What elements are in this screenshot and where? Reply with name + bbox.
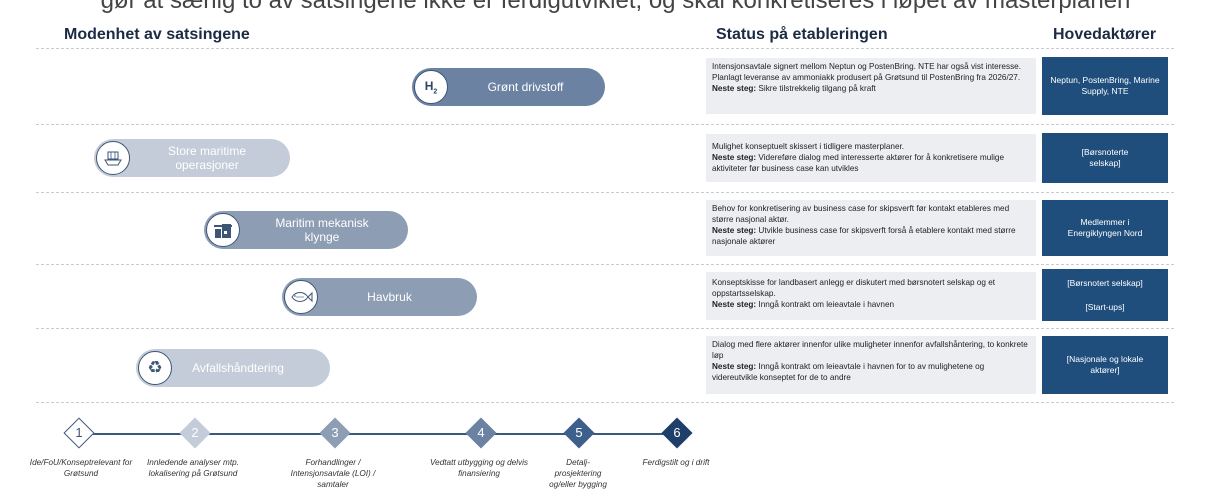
actor-text: Neptun, PostenBring, Marine Supply, NTE [1050, 75, 1160, 96]
stage-number-6: 6 [673, 425, 681, 440]
next-step-text: Inngå kontrakt om leieavtale i havnen fo… [712, 362, 985, 382]
status-heading: Status på etableringen [716, 26, 888, 43]
next-step-label: Neste steg: [712, 153, 757, 162]
status-text: Intensjonsavtale signert mellom Neptun o… [712, 62, 1022, 82]
actor-box-maritime-operations: [Børsnoterte selskap] [1042, 133, 1168, 183]
actor-text: [Børsnoterte selskap] [1081, 147, 1129, 168]
stage-number-1: 1 [75, 425, 83, 440]
initiative-pill-waste: Avfallshåndtering [136, 349, 330, 387]
stage-number-5: 5 [575, 425, 583, 440]
status-text: Dialog med flere aktører innenfor ulike … [712, 340, 1028, 360]
next-step-text: Inngå kontrakt om leieavtale i havnen [758, 300, 895, 309]
actor-text: [Nasjonale og lokale aktører] [1066, 354, 1144, 375]
ship-icon [96, 141, 130, 175]
stage-label-1: Ide/FoU/Konseptrelevant for Grøtsund [29, 458, 133, 478]
divider [36, 48, 1174, 49]
divider [36, 264, 1174, 265]
next-step-label: Neste steg: [712, 362, 757, 371]
recycle-icon: ♻ [138, 351, 172, 385]
divider [36, 124, 1174, 125]
actor-box-waste: [Nasjonale og lokale aktører] [1042, 336, 1168, 394]
actor-box-aquaculture: [Børsnotert selskap] [Start-ups] [1042, 269, 1168, 321]
initiative-label: Avfallshåndtering [192, 361, 284, 375]
next-step-text: Utvikle business case for skipsverft for… [712, 226, 1016, 246]
actor-text: [Børsnotert selskap] [1067, 277, 1143, 288]
divider [36, 192, 1174, 193]
status-box-maritime-operations: Mulighet konseptuelt skissert i tidliger… [706, 134, 1036, 182]
stage-label-6: Ferdigstilt og i drift [642, 458, 710, 467]
stage-number-4: 4 [477, 425, 485, 440]
actor-box-green-fuel: Neptun, PostenBring, Marine Supply, NTE [1042, 57, 1168, 115]
status-box-green-fuel: Intensjonsavtale signert mellom Neptun o… [706, 58, 1036, 114]
status-box-waste: Dialog med flere aktører innenfor ulike … [706, 336, 1036, 394]
crane-icon [206, 213, 240, 247]
fish-icon [284, 280, 318, 314]
stage-label-2: Innledende analyser mtp. lokalisering på… [147, 458, 239, 478]
status-box-aquaculture: Konseptskisse for landbasert anlegg er d… [706, 272, 1036, 320]
stage-label-5: Detalj-prosjektering og/eller bygging [549, 458, 607, 489]
divider [36, 328, 1174, 329]
status-text: Behov for konkretisering av business cas… [712, 204, 1010, 224]
divider [36, 402, 1174, 403]
next-step-text: Videreføre dialog med interesserte aktør… [712, 153, 1005, 173]
next-step-label: Neste steg: [712, 300, 757, 309]
actor-text: Medlemmer i Energiklyngen Nord [1067, 217, 1143, 238]
next-step-text: Sikre tilstrekkelig tilgang på kraft [758, 84, 876, 93]
stage-number-2: 2 [191, 425, 199, 440]
h2-icon: H2 [414, 70, 448, 104]
initiative-label: Maritim mekanisk klynge [275, 216, 369, 244]
initiative-label: Grønt drivstoff [487, 80, 564, 94]
actor-box-mechanical-cluster: Medlemmer i Energiklyngen Nord [1042, 200, 1168, 256]
stage-label-4: Vedtatt utbygging og delvis finansiering [429, 458, 528, 478]
maturity-heading: Modenhet av satsingene [64, 26, 250, 43]
timeline-line [82, 433, 679, 435]
initiative-label: Store maritime operasjoner [167, 144, 247, 172]
actors-heading: Hovedaktører [1053, 26, 1157, 43]
next-step-label: Neste steg: [712, 226, 757, 235]
cut-off-title: gør at særlig to av satsingene ikke er f… [100, 0, 1131, 14]
status-box-mechanical-cluster: Behov for konkretisering av business cas… [706, 200, 1036, 256]
stage-label-3: Forhandlinger / Intensjonsavtale (LOI) /… [290, 458, 376, 489]
actor-text: [Start-ups] [1085, 301, 1125, 312]
status-text: Mulighet konseptuelt skissert i tidliger… [712, 142, 905, 151]
status-text: Konseptskisse for landbasert anlegg er d… [712, 278, 996, 298]
initiative-label: Havbruk [367, 290, 412, 304]
stage-number-3: 3 [331, 425, 339, 440]
next-step-label: Neste steg: [712, 84, 757, 93]
